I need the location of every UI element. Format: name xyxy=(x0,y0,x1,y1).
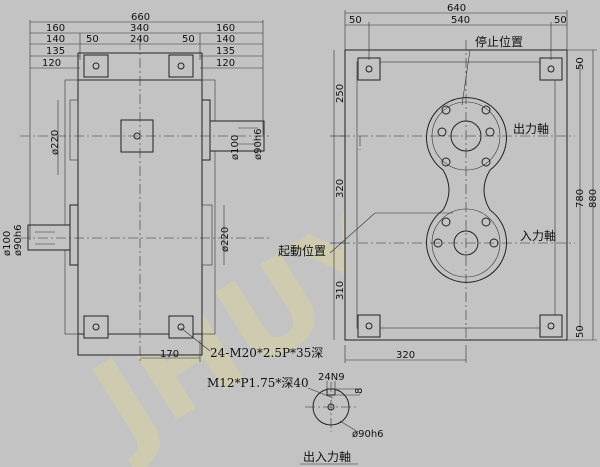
left-view: 660 160 340 140 240 135 50 50 120 160 14… xyxy=(2,12,323,362)
dim-640: 640 xyxy=(447,3,466,14)
dim-780: 780 xyxy=(575,189,586,208)
dim-540: 540 xyxy=(451,15,470,26)
dim-dia90-input: ø90h6 xyxy=(13,224,24,256)
dim-320-bottom: 320 xyxy=(396,350,415,361)
key-dim: 24N9 xyxy=(318,372,345,383)
dim-135-left: 135 xyxy=(46,46,65,57)
label-stop-position: 停止位置 xyxy=(475,34,523,49)
dim-dia220-upper: ø220 xyxy=(50,130,61,155)
dim-50-left: 50 xyxy=(86,34,99,45)
dim-160-right: 160 xyxy=(216,23,235,34)
dim-310: 310 xyxy=(335,281,346,300)
dim-340: 340 xyxy=(130,23,149,34)
dim-50-right: 50 xyxy=(182,34,195,45)
shaft-detail: M12*P1.75*深40 24N9 8 ø90h6 出入力軸 xyxy=(207,372,384,465)
dim-50-top-right: 50 xyxy=(554,15,567,26)
thread-note: M12*P1.75*深40 xyxy=(207,376,309,390)
dim-660: 660 xyxy=(131,12,150,23)
dim-dia100-input: ø100 xyxy=(2,231,13,256)
dim-135-right: 135 xyxy=(216,46,235,57)
depth-dim: 8 xyxy=(354,388,365,394)
dim-120-left: 120 xyxy=(42,58,61,69)
label-start-position: 起動位置 xyxy=(278,243,326,258)
bolt-note: 24-M20*2.5P*35深 xyxy=(210,346,323,360)
dim-250: 250 xyxy=(335,84,346,103)
dim-50-right-bottom: 50 xyxy=(575,325,586,338)
right-view: 640 50 540 50 250 320 310 50 780 880 50 … xyxy=(278,3,599,363)
detail-caption: 出入力軸 xyxy=(303,450,351,464)
dim-170: 170 xyxy=(160,349,179,360)
dim-880: 880 xyxy=(588,189,599,208)
dim-dia100-output: ø100 xyxy=(230,135,241,160)
dim-140-left: 140 xyxy=(46,34,65,45)
shaft-dia-dim: ø90h6 xyxy=(352,429,384,440)
dim-240: 240 xyxy=(130,34,149,45)
label-output-shaft: 出力軸 xyxy=(513,122,549,136)
dim-dia220-lower: ø220 xyxy=(220,227,231,252)
dim-dia90-output: ø90h6 xyxy=(253,128,264,160)
label-input-shaft: 入力軸 xyxy=(520,229,556,243)
dim-120-right: 120 xyxy=(216,58,235,69)
dim-50-right-top: 50 xyxy=(575,57,586,70)
dim-140-right: 140 xyxy=(216,34,235,45)
dim-320-left: 320 xyxy=(335,179,346,198)
dim-50-top-left: 50 xyxy=(349,15,362,26)
dim-160-left: 160 xyxy=(46,23,65,34)
right-housing xyxy=(344,49,568,341)
